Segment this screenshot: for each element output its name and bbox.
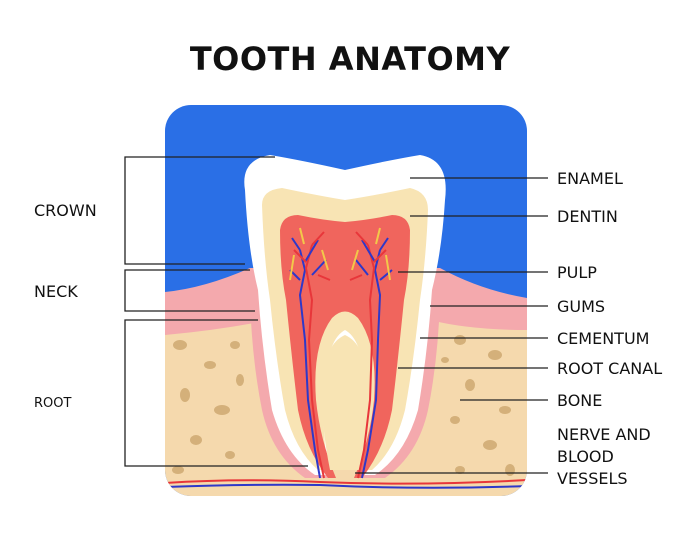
- left-brackets: [124, 156, 308, 467]
- label-nerve-line1: NERVE AND: [557, 425, 651, 444]
- neck-bracket: [124, 269, 255, 312]
- root-gap: [322, 335, 368, 470]
- label-cementum: CEMENTUM: [557, 329, 649, 348]
- nerves-vessels: [289, 227, 393, 479]
- base-vessels: [165, 479, 527, 489]
- label-bone: BONE: [557, 391, 602, 410]
- label-root: ROOT: [34, 396, 71, 411]
- label-root-canal: ROOT CANAL: [557, 359, 662, 378]
- label-enamel: ENAMEL: [557, 169, 623, 188]
- tooth: [244, 155, 446, 479]
- label-neck: NECK: [34, 282, 78, 301]
- label-dentin: DENTIN: [557, 207, 618, 226]
- diagram-title: TOOTH ANATOMY: [189, 40, 511, 78]
- label-crown: CROWN: [34, 201, 97, 220]
- crown-bracket: [124, 156, 275, 265]
- label-nerve-line3: VESSELS: [557, 469, 628, 488]
- label-nerve-line2: BLOOD: [557, 447, 614, 466]
- right-leaders: [355, 177, 548, 474]
- root-bracket: [124, 319, 308, 467]
- label-pulp: PULP: [557, 263, 597, 282]
- label-gums: GUMS: [557, 297, 605, 316]
